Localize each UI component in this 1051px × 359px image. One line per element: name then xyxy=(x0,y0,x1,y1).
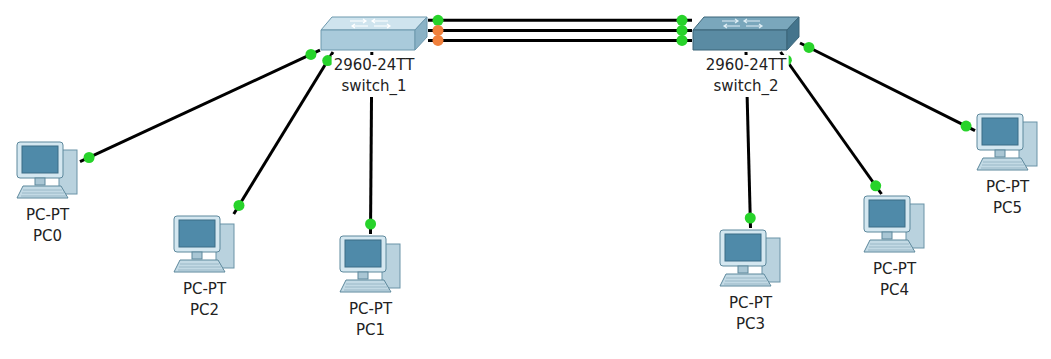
pc-icon xyxy=(338,234,403,296)
link-light xyxy=(233,200,244,211)
device-model: PC-PT xyxy=(984,177,1031,198)
link-light xyxy=(870,180,881,191)
link-light xyxy=(677,35,688,46)
device-model: PC-PT xyxy=(181,279,228,300)
switch-node: 2960-24TTswitch_2 xyxy=(692,16,800,52)
cable xyxy=(234,52,333,214)
device-name: PC1 xyxy=(354,320,387,341)
node-caption: PC-PTPC2 xyxy=(181,279,228,321)
node-caption: PC-PTPC0 xyxy=(24,205,71,247)
pc-icon xyxy=(862,194,927,256)
device-name: switch_1 xyxy=(340,76,409,97)
link-light xyxy=(677,25,688,36)
pc-node: PC-PTPC4 xyxy=(862,194,927,256)
link-light xyxy=(433,25,444,36)
node-caption: 2960-24TTswitch_1 xyxy=(332,55,417,97)
pc-node: PC-PTPC2 xyxy=(172,214,237,276)
link-light xyxy=(365,219,376,230)
node-caption: PC-PTPC1 xyxy=(347,299,394,341)
device-model: PC-PT xyxy=(727,293,774,314)
link-light xyxy=(433,35,444,46)
device-name: PC2 xyxy=(188,300,221,321)
cable xyxy=(781,52,882,194)
cable xyxy=(80,50,320,162)
pc-icon xyxy=(975,112,1040,174)
link-light xyxy=(803,42,814,53)
link-light xyxy=(305,49,316,60)
pc-node: PC-PTPC1 xyxy=(338,234,403,296)
link-light xyxy=(433,15,444,26)
node-caption: PC-PTPC3 xyxy=(727,293,774,335)
node-caption: PC-PTPC5 xyxy=(984,177,1031,219)
node-caption: 2960-24TTswitch_2 xyxy=(704,55,789,97)
switch-icon xyxy=(692,16,800,52)
cable xyxy=(428,29,692,32)
pc-icon xyxy=(718,228,783,290)
pc-icon xyxy=(15,140,80,202)
device-model: 2960-24TT xyxy=(704,55,789,76)
node-caption: PC-PTPC4 xyxy=(871,259,918,301)
link-light xyxy=(961,121,972,132)
device-model: PC-PT xyxy=(24,205,71,226)
pc-node: PC-PTPC0 xyxy=(15,140,80,202)
link-light xyxy=(84,152,95,163)
cable xyxy=(428,39,692,42)
switch-icon xyxy=(320,16,428,52)
device-name: switch_2 xyxy=(712,76,781,97)
pc-node: PC-PTPC3 xyxy=(718,228,783,290)
link-light xyxy=(677,15,688,26)
pc-icon xyxy=(172,214,237,276)
link-light xyxy=(745,213,756,224)
device-name: PC5 xyxy=(991,198,1024,219)
device-name: PC0 xyxy=(31,226,64,247)
device-model: PC-PT xyxy=(347,299,394,320)
device-name: PC4 xyxy=(878,280,911,301)
cable xyxy=(428,19,692,22)
cable xyxy=(800,43,975,131)
device-name: PC3 xyxy=(734,314,767,335)
device-model: 2960-24TT xyxy=(332,55,417,76)
pc-node: PC-PTPC5 xyxy=(975,112,1040,174)
switch-node: 2960-24TTswitch_1 xyxy=(320,16,428,52)
device-model: PC-PT xyxy=(871,259,918,280)
